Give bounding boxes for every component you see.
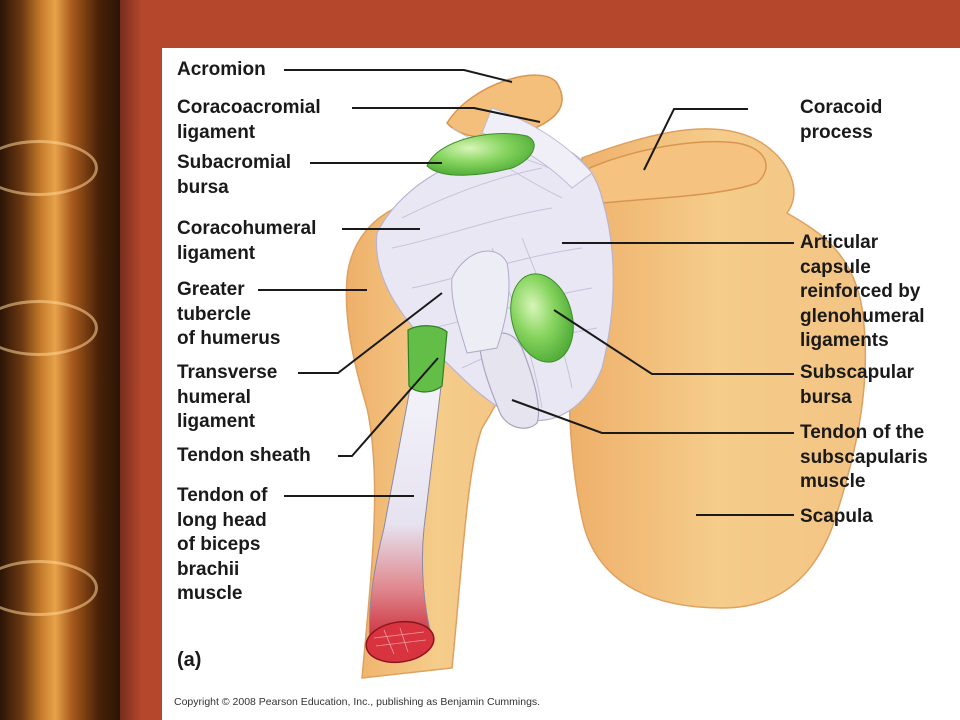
scapula-shape [568,128,867,609]
panel-letter: (a) [177,649,202,671]
biceps-cut-end [365,620,435,664]
label-transverse-humeral-ligament: Transverse humeral ligament [177,362,278,432]
leader-transverse [298,292,443,374]
label-subscapularis-tendon: Tendon of the subscapularis muscle [800,422,928,492]
leader-acromion [284,69,513,83]
label-biceps-tendon: Tendon of long head of biceps brachii mu… [177,485,268,604]
tendon-sheath-shape [407,325,448,393]
label-subacromial-bursa: Subacromial bursa [177,152,292,198]
decorative-glass-rim [0,560,98,616]
transverse-humeral-ligament-shape [451,250,510,354]
copyright-notice: Copyright © 2008 Pearson Education, Inc.… [174,696,541,708]
label-subscapular-bursa: Subscapular bursa [800,362,915,408]
label-acromion: Acromion [177,59,266,80]
leader-lines [258,69,794,516]
figure-panel: Acromion Coracoacromial ligament Subacro… [162,48,960,720]
decorative-glass-rim [0,140,98,196]
leader-subscapularis [511,399,794,434]
label-articular-capsule: Articular capsule reinforced by glenohum… [800,232,925,351]
label-greater-tubercle: Greater tubercle of humerus [177,279,281,349]
decorative-strip-shadow [120,0,142,720]
label-coracoid-process: Coracoid process [800,97,883,143]
label-coracohumeral-ligament: Coracohumeral ligament [177,218,317,264]
decorative-side-strip [0,0,120,720]
shoulder-illustration [258,69,867,679]
label-scapula: Scapula [800,506,873,527]
label-tendon-sheath: Tendon sheath [177,445,311,466]
leader-coracoid [643,108,748,171]
leader-subscapular-bursa [553,309,794,375]
decorative-glass-rim [0,300,98,356]
subscapular-bursa-shape [510,273,574,363]
leader-coracoacromial [352,107,541,123]
leader-tendon-sheath [338,357,439,457]
label-coracoacromial-ligament: Coracoacromial ligament [177,97,321,143]
subacromial-bursa-shape [426,133,535,176]
